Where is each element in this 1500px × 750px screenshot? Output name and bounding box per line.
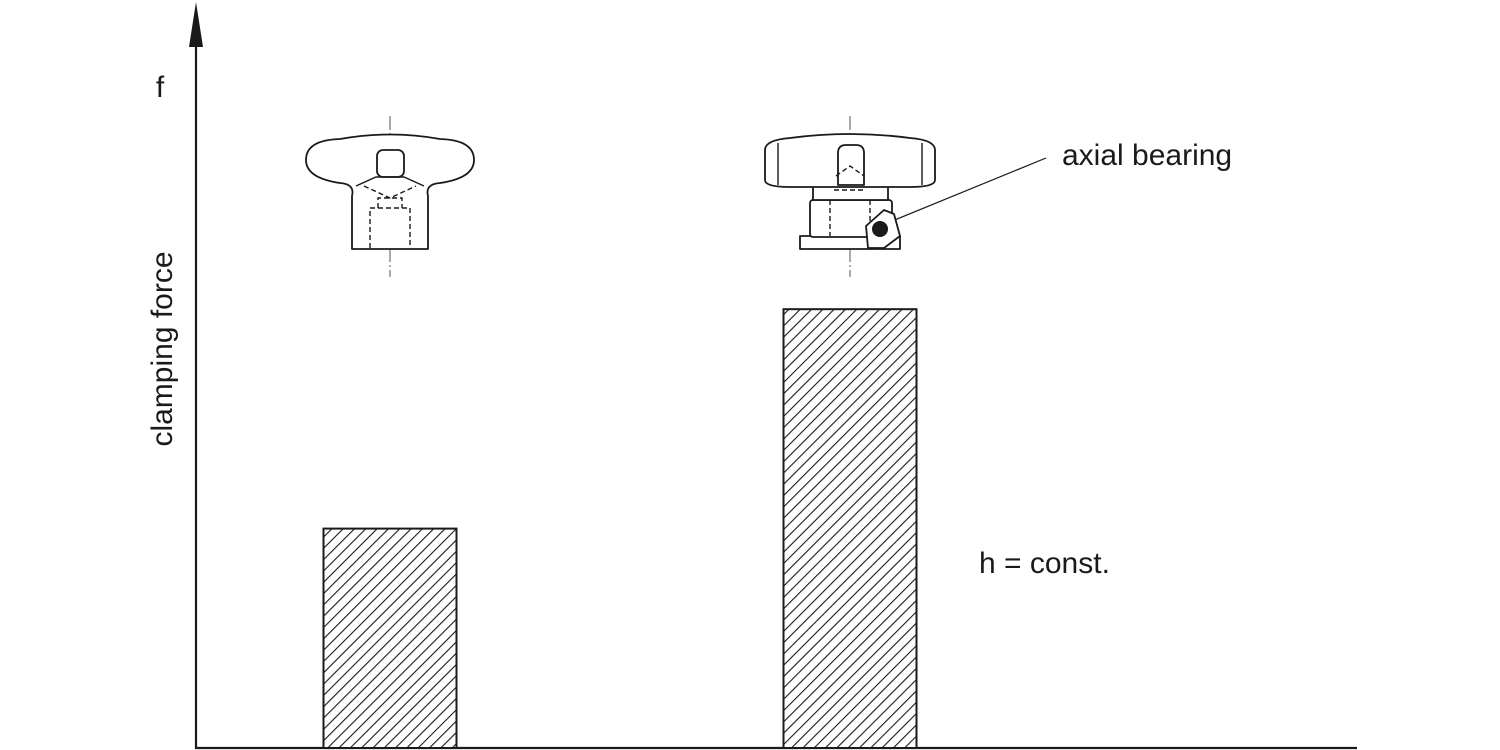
knob-1-thread-hidden bbox=[363, 185, 417, 248]
knob-2-collar bbox=[812, 185, 889, 201]
knob-2-cap bbox=[837, 144, 865, 186]
knob-1-cap bbox=[376, 149, 405, 178]
knob-1-head bbox=[305, 133, 475, 250]
y-axis-arrow bbox=[189, 2, 203, 47]
y-axis-label: clamping force bbox=[146, 251, 179, 446]
axial-bearing-label: axial bearing bbox=[1062, 139, 1232, 172]
knob-1-cone bbox=[355, 176, 425, 187]
knob-2-hidden-lines bbox=[829, 165, 871, 236]
bearing-knob-drawing bbox=[764, 116, 936, 277]
bar-2 bbox=[782, 308, 918, 749]
condition-annotation: h = const. bbox=[979, 547, 1110, 580]
bar-1 bbox=[322, 527, 458, 749]
star-knob-drawing bbox=[305, 116, 475, 277]
axial-bearing-leader-line bbox=[879, 157, 1047, 227]
y-axis-symbol: f bbox=[156, 71, 165, 104]
bars-group bbox=[322, 308, 918, 749]
knob-2-bearing-ball bbox=[872, 221, 888, 237]
